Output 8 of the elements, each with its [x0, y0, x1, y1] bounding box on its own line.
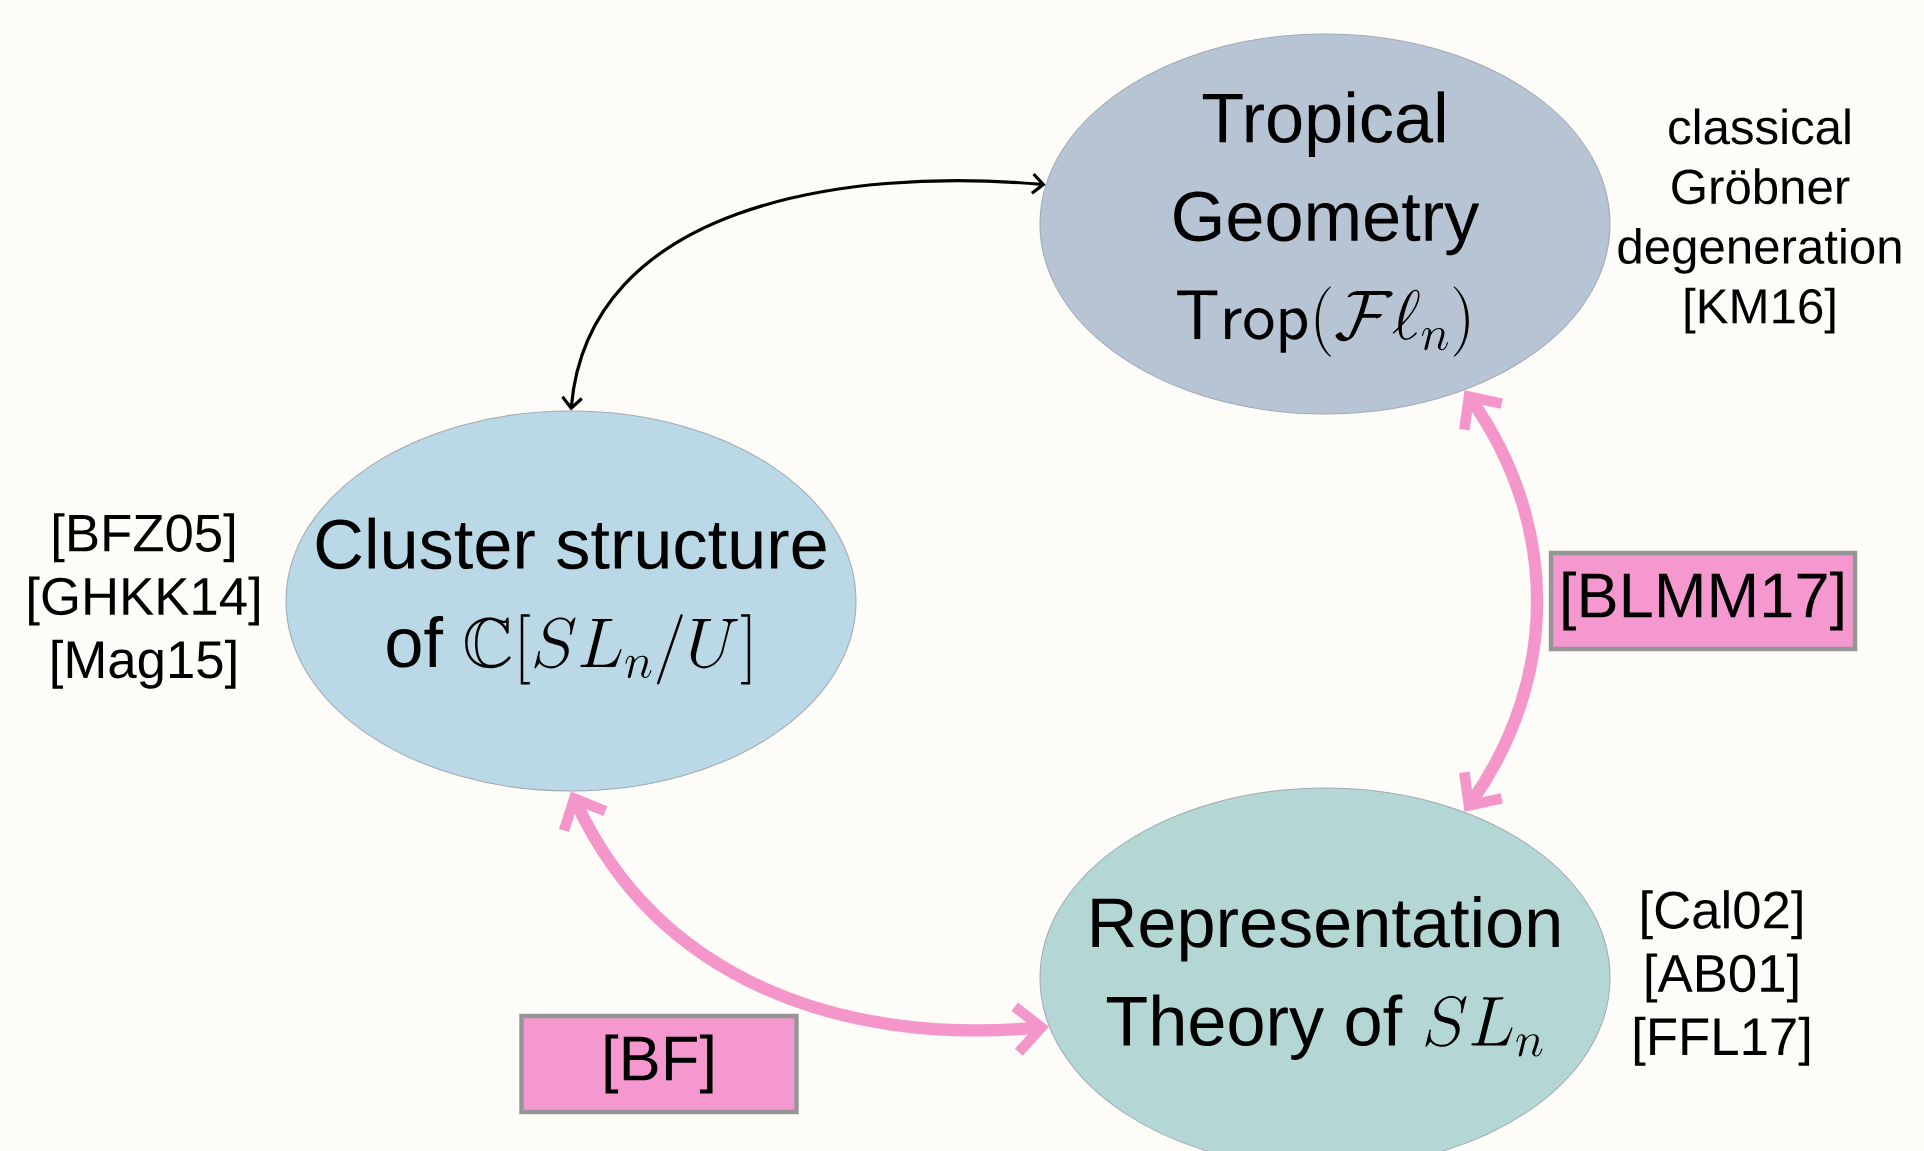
curved-arrow: [558, 791, 1049, 1056]
curved-arrow: [1459, 390, 1544, 812]
citation-label: [Cal02] [AB01] [FFL17]: [1634, 890, 1810, 1066]
citation-box: [BF]: [519, 1013, 799, 1115]
curved-arrow: [561, 172, 1046, 411]
citation-box: [BLMM17]: [1548, 550, 1858, 652]
citation-label: [BFZ05] [GHKK14] [Mag15]: [29, 513, 259, 689]
citation-label: classical Gröbner degeneration [KM16]: [1618, 108, 1901, 334]
